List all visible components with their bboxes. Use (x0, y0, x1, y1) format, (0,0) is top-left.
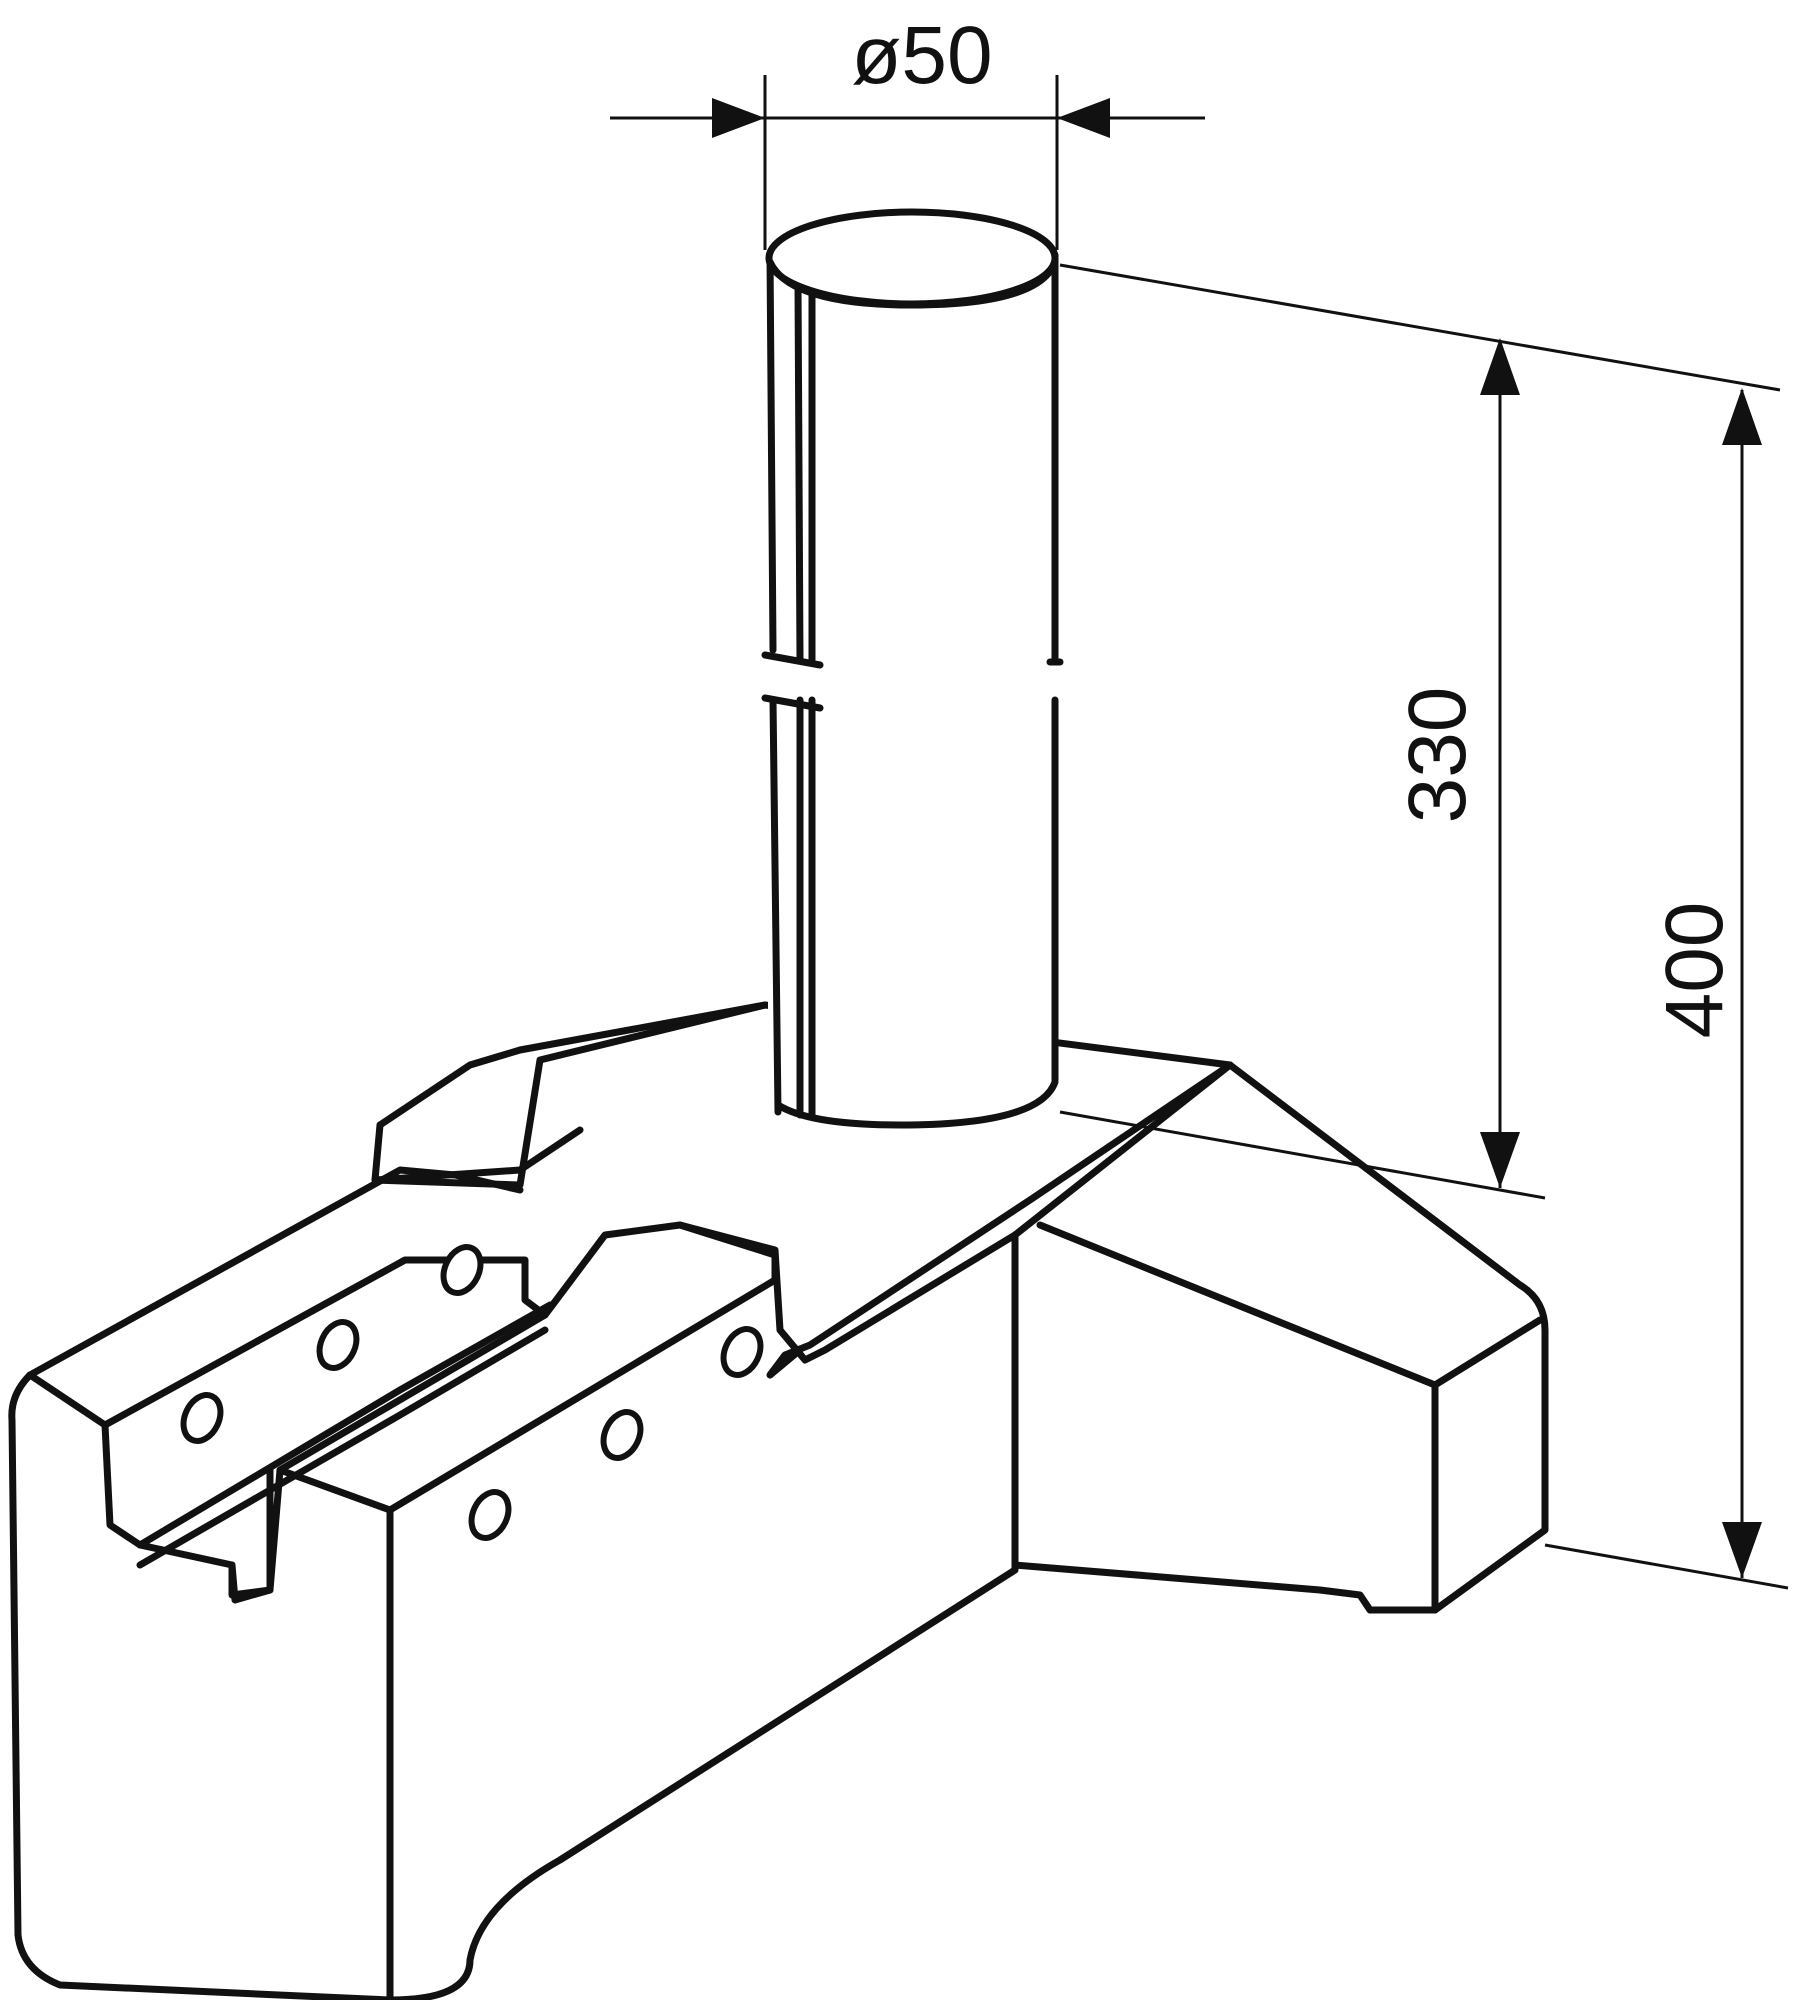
base-left-channel-drop (228, 1466, 274, 1599)
arrowhead (1722, 1522, 1762, 1578)
base-left-channel-lower (136, 1326, 549, 1569)
base-front-rail-face (676, 1061, 1234, 1364)
arrowhead (1722, 388, 1762, 445)
arrowhead (1057, 98, 1110, 138)
bolt-hole (180, 1392, 224, 1444)
base-left-top-face (26, 1371, 144, 1549)
base-right-wing (1011, 1061, 1549, 1614)
base-left-block-outline (8, 1231, 1019, 2000)
pole-top-rim (766, 258, 1059, 309)
extension-line (1059, 263, 1781, 392)
dimension-diameter: ø50 (610, 10, 1205, 250)
diameter-label: ø50 (851, 10, 992, 101)
extension-line (1544, 1543, 1789, 1590)
bolt-hole (600, 1409, 644, 1461)
bolt-hole (316, 1319, 360, 1371)
pole-break-mark (761, 651, 1064, 712)
pole-bottom-edge (774, 1078, 1059, 1129)
pole (761, 208, 1064, 1129)
dimension-height-outer: 400 (1544, 388, 1789, 1590)
bolt-hole (720, 1326, 764, 1378)
pole-left-edge (766, 251, 782, 1116)
pole-seam-line (794, 281, 804, 1119)
arrowhead (1480, 1132, 1520, 1188)
bolt-hole (440, 1244, 484, 1296)
dimension-height-inner: 330 (1059, 263, 1781, 1200)
base-left-block-top (26, 1166, 524, 1379)
base-back-step (371, 1126, 584, 1184)
height-inner-label: 330 (1392, 687, 1483, 824)
base-right-wing-top (1036, 1221, 1544, 1389)
concrete-base (8, 1001, 1549, 2000)
height-outer-label: 400 (1649, 902, 1740, 1039)
arrowhead (1480, 338, 1520, 395)
bolt-hole (468, 1489, 512, 1541)
arrowhead (712, 98, 765, 138)
base-back-left (376, 1001, 769, 1129)
extension-line (1059, 1110, 1546, 1200)
base-left-channel (136, 1301, 554, 1549)
